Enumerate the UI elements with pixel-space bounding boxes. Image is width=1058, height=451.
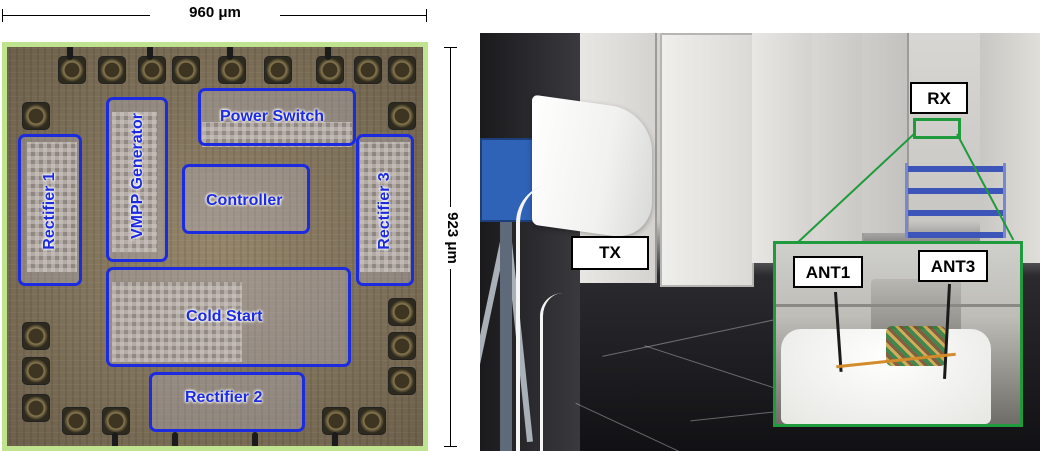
chip-seal-ring	[2, 42, 428, 451]
block-controller	[182, 164, 310, 234]
block-rectifier-2	[149, 372, 305, 432]
rx-label: RX	[910, 82, 968, 114]
label-cold-start: Cold Start	[186, 308, 263, 325]
label-rectifier-2: Rectifier 2	[185, 389, 263, 406]
ant1-label: ANT1	[793, 256, 863, 288]
block-vmpp-generator	[106, 97, 168, 262]
ant3-label: ANT3	[918, 250, 988, 282]
block-power-switch	[198, 88, 356, 146]
width-dimension-label: 960 μm	[150, 4, 280, 21]
block-cold-start	[106, 267, 351, 367]
label-controller: Controller	[206, 192, 283, 209]
rx-cart	[905, 163, 1006, 238]
block-rectifier-1	[18, 134, 82, 286]
chip-micrograph: Power Switch VMPP Generator Controller C…	[2, 42, 428, 451]
label-power-switch: Power Switch	[220, 108, 325, 125]
rx-highlight-box	[913, 118, 961, 139]
block-rectifier-3	[356, 134, 414, 286]
tx-label: TX	[571, 236, 649, 270]
height-dimension-label: 923 μm	[441, 207, 461, 269]
